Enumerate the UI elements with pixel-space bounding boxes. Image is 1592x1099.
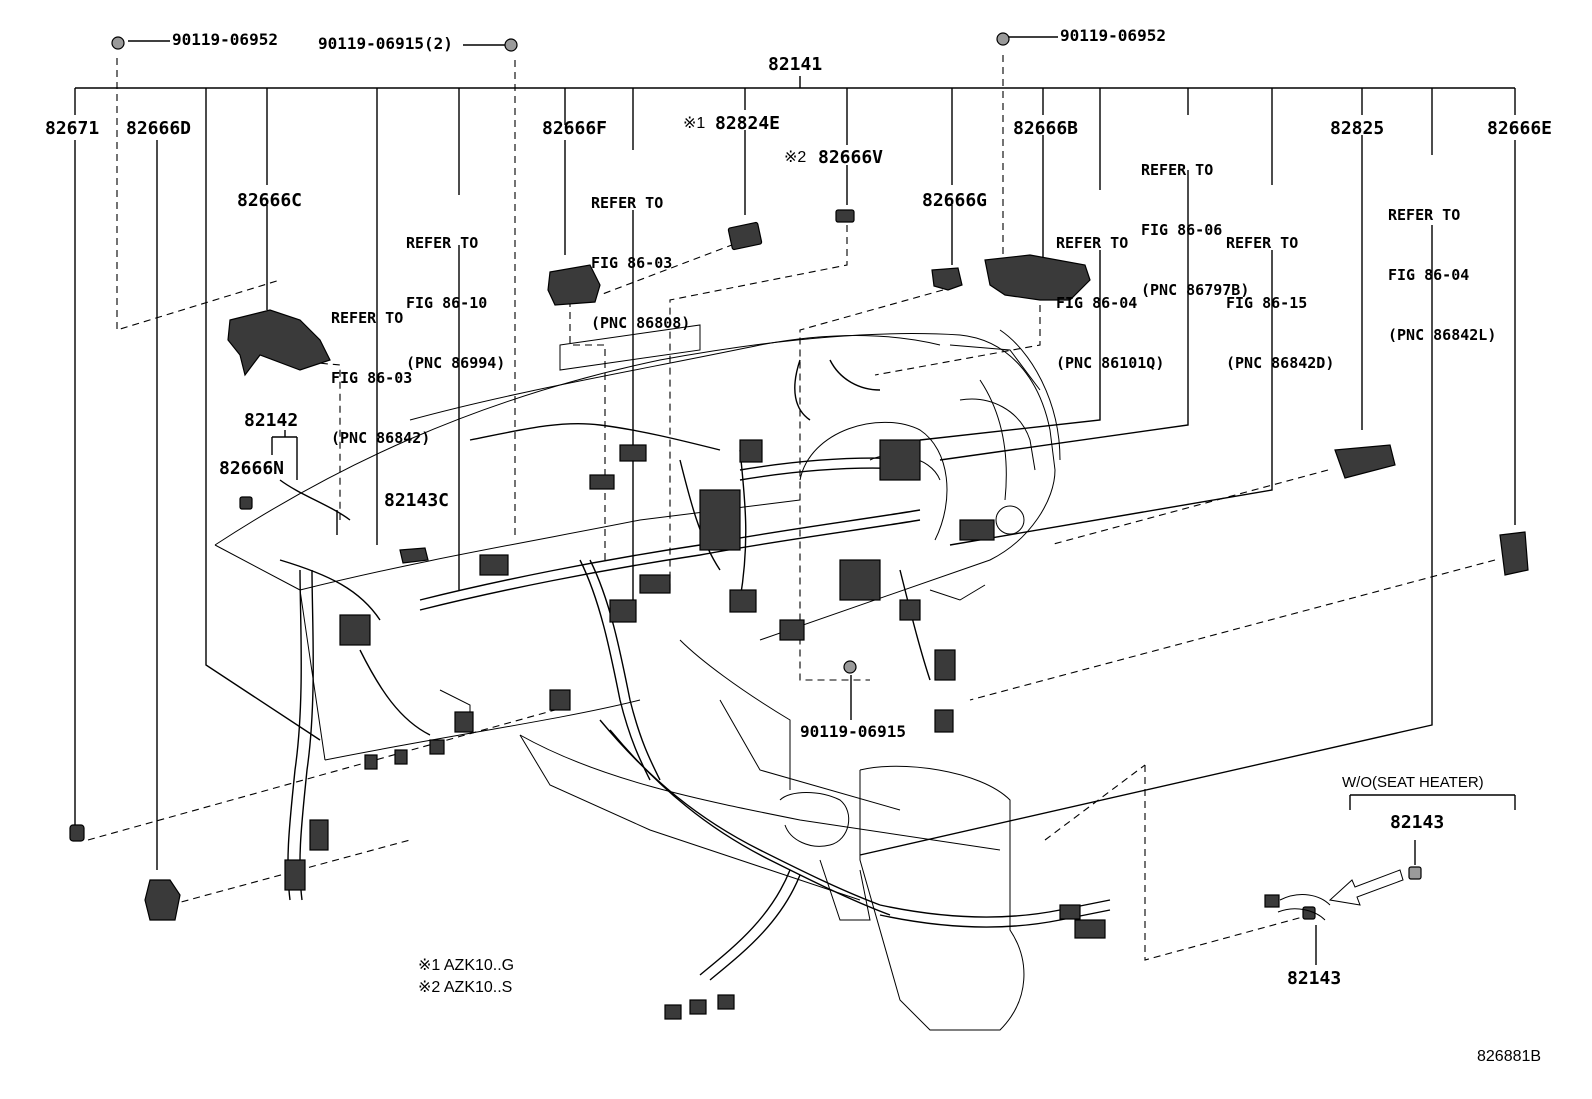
part-82143-clip-bottom (1302, 906, 1316, 920)
label-82666F: 82666F (542, 118, 608, 139)
ref-line: (PNC 86101Q) (1056, 354, 1165, 372)
part-82666G-clip (931, 267, 963, 291)
connectors-and-clips (69, 32, 1529, 1020)
part-82666V-clip (835, 209, 855, 223)
ref-line: (PNC 86808) (591, 314, 691, 332)
wire-harness (279, 359, 1111, 981)
leader-lines (74, 88, 1516, 870)
ref-line: REFER TO (331, 309, 404, 327)
ref-line: (PNC 86994) (406, 354, 506, 372)
ref-line: FIG 86-10 (406, 294, 488, 312)
footnote-2: ※2 AZK10..S (418, 979, 513, 996)
ref-fig-86-06: REFER TO FIG 86-06 (PNC 86797B) (1141, 120, 1249, 320)
label-82666B: 82666B (1013, 118, 1079, 139)
part-82671-clip (69, 824, 85, 842)
bolt-90119-06952-right (996, 32, 1010, 46)
bolt-90119-06915-top (504, 38, 518, 52)
ref-line: FIG 86-03 (331, 369, 413, 387)
ref-fig-86-04-mid: REFER TO FIG 86-04 (PNC 86101Q) (1056, 193, 1164, 393)
ref-line: FIG 86-15 (1226, 294, 1308, 312)
ref-line: REFER TO (591, 194, 664, 212)
figure-id: 826881B (1477, 1048, 1542, 1065)
mark-82666V: ※2 (784, 149, 807, 166)
ref-line: REFER TO (406, 234, 479, 252)
ref-fig-86-03-left: REFER TO FIG 86-03 (PNC 86842) (331, 268, 430, 468)
ref-fig-86-15: REFER TO FIG 86-15 (PNC 86842D) (1226, 193, 1334, 393)
label-82666C: 82666C (237, 190, 303, 211)
label-82666D: 82666D (126, 118, 192, 139)
label-82666E: 82666E (1487, 118, 1553, 139)
part-82143C-connector (399, 547, 429, 564)
ref-line: (PNC 86842) (331, 429, 431, 447)
part-82824E-connector (727, 221, 763, 251)
part-82143-clip-top (1408, 866, 1422, 880)
part-82666C-bracket (227, 309, 331, 377)
direction-arrow (1328, 869, 1404, 906)
bolt-90119-06915-center (843, 660, 857, 674)
part-82666N-clip (239, 496, 253, 510)
label-bolt-top-left: 90119-06952 (172, 30, 278, 49)
ref-line: REFER TO (1226, 234, 1299, 252)
bracket-82142 (271, 430, 298, 480)
label-82141: 82141 (768, 54, 823, 75)
ref-line: (PNC 86797B) (1141, 281, 1250, 299)
label-bolt-top-mid: 90119-06915(2) (318, 34, 453, 53)
ref-line: REFER TO (1056, 234, 1129, 252)
ref-line: REFER TO (1388, 206, 1461, 224)
label-82143-bottom: 82143 (1287, 968, 1342, 989)
part-82666F-connector (547, 264, 601, 306)
mark-82824E: ※1 (683, 115, 706, 132)
part-82666D-clip (144, 879, 181, 921)
label-82666V: 82666V (818, 147, 884, 168)
label-82666N: 82666N (219, 458, 285, 479)
label-82666G: 82666G (922, 190, 988, 211)
ref-line: (PNC 86842L) (1388, 326, 1497, 344)
label-82825: 82825 (1330, 118, 1385, 139)
ref-line: REFER TO (1141, 161, 1214, 179)
label-82824E: 82824E (715, 113, 781, 134)
label-bolt-top-right: 90119-06952 (1060, 26, 1166, 45)
bolt-leaders (128, 36, 1058, 720)
bolt-90119-06952-left (111, 36, 125, 50)
ref-fig-86-03-mid: REFER TO FIG 86-03 (PNC 86808) (591, 153, 690, 353)
variant-label: W/O(SEAT HEATER) (1342, 774, 1484, 791)
label-bolt-center: 90119-06915 (800, 722, 906, 741)
footnote-1: ※1 AZK10..G (418, 957, 515, 974)
ref-line: FIG 86-04 (1388, 266, 1470, 284)
label-82142: 82142 (244, 410, 299, 431)
part-82825-module (1334, 444, 1396, 479)
part-82666E-connector (1499, 531, 1529, 576)
label-82143-top: 82143 (1390, 812, 1445, 833)
ref-line: FIG 86-06 (1141, 221, 1223, 239)
ref-fig-86-04-right: REFER TO FIG 86-04 (PNC 86842L) (1388, 165, 1496, 365)
ref-line: (PNC 86842D) (1226, 354, 1335, 372)
ref-line: FIG 86-03 (591, 254, 673, 272)
main-harness-bracket (74, 76, 1516, 115)
variant-bracket (1349, 794, 1516, 810)
part-82666B-bracket (984, 254, 1091, 301)
label-82671: 82671 (45, 118, 100, 139)
ref-fig-86-10: REFER TO FIG 86-10 (PNC 86994) (406, 193, 505, 393)
ref-line: FIG 86-04 (1056, 294, 1138, 312)
label-82143C: 82143C (384, 490, 450, 511)
